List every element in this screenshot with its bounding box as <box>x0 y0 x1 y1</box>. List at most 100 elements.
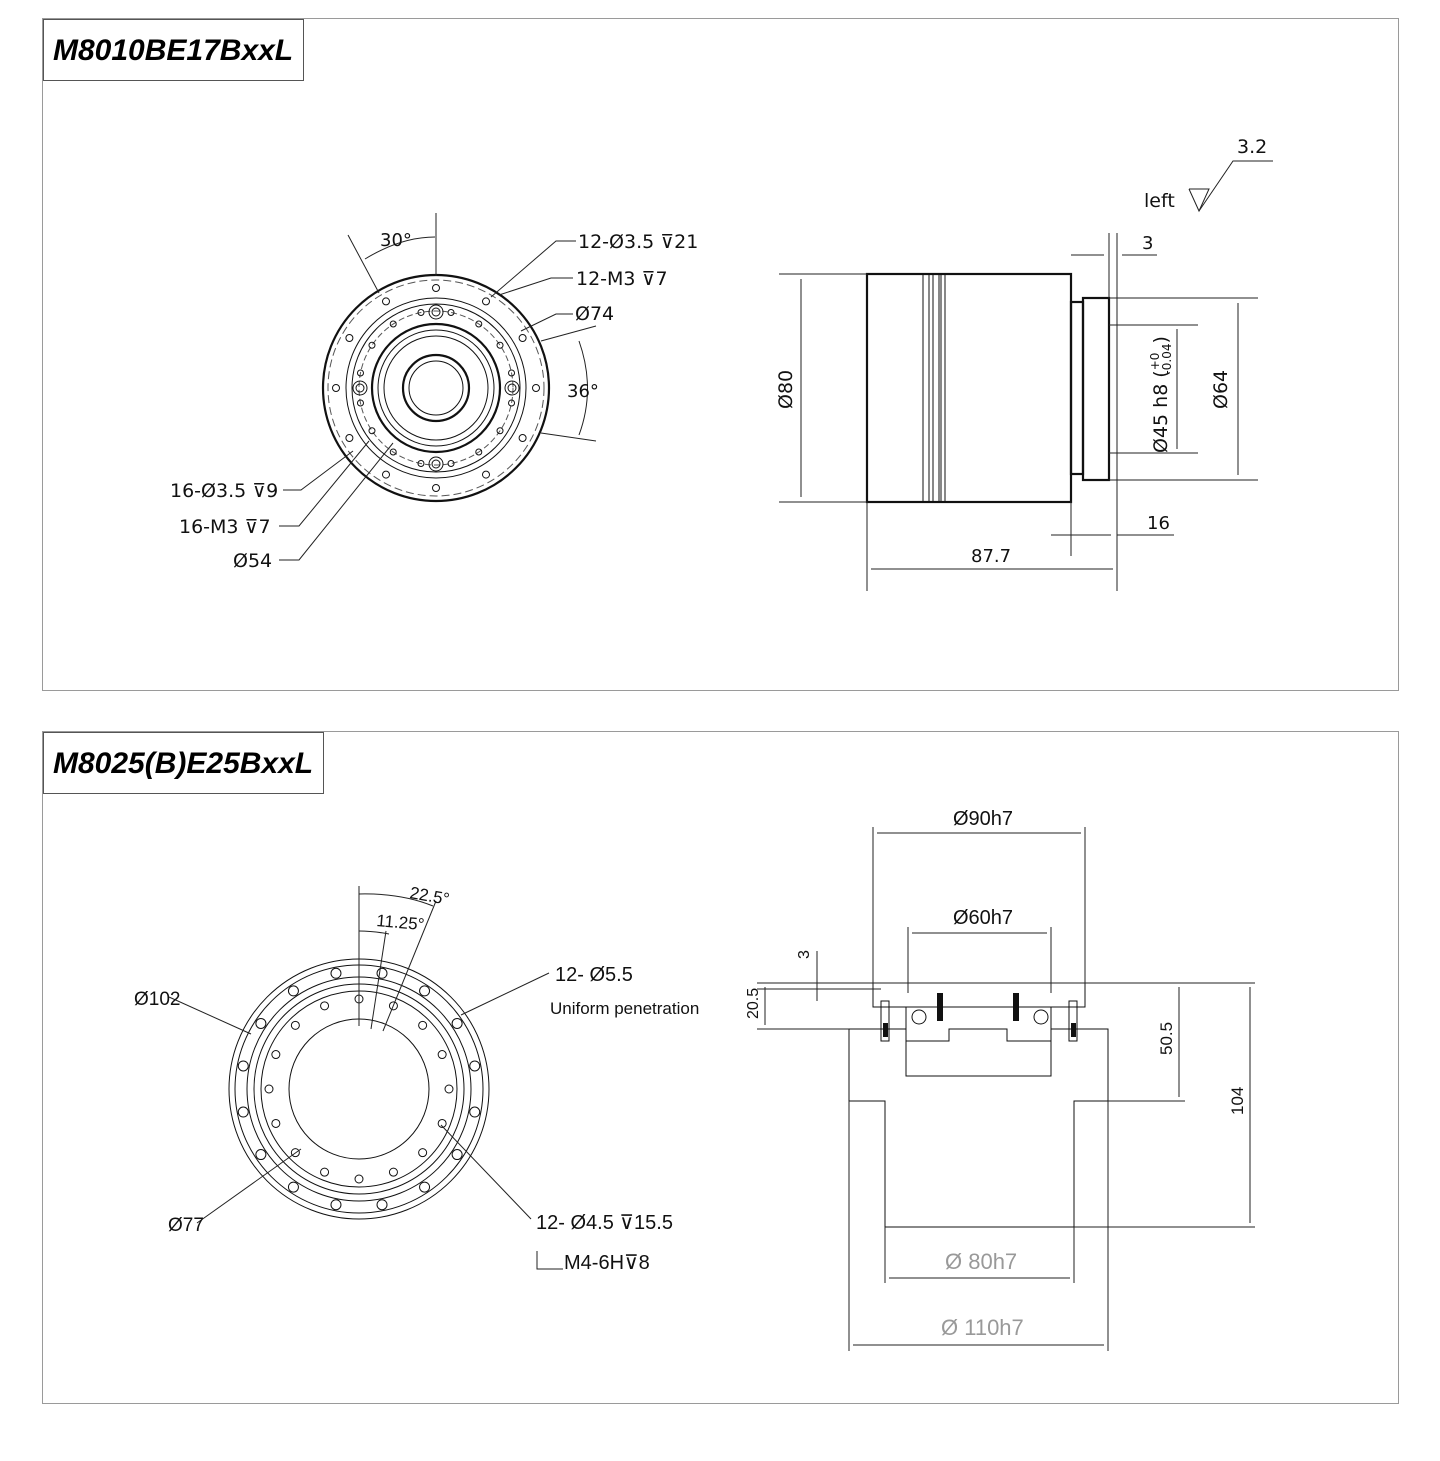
bolt-hole <box>518 334 527 342</box>
upper-height-label: 50.5 <box>1157 1022 1176 1055</box>
bolt-hole <box>345 434 354 442</box>
bolt-hole <box>482 297 490 306</box>
bolt-hole <box>432 284 440 292</box>
bolt-hole <box>432 484 440 492</box>
angle-30-label: 30° <box>380 230 412 251</box>
bolt-hole <box>419 985 431 997</box>
model-title-2: M8025(B)E25BxxL <box>43 732 325 794</box>
bolt-hole <box>271 1050 281 1060</box>
bolt-hole <box>237 1106 249 1118</box>
spigot-dia: Ø45 h8 <box>1150 384 1172 453</box>
bolt-hole <box>417 308 425 316</box>
inner-tap-holes-label: 16-M3 ⊽7 <box>179 516 271 538</box>
bolt-hole <box>287 985 299 997</box>
bolt-hole <box>330 1199 342 1211</box>
outer-holes-note: Uniform penetration <box>550 999 699 1018</box>
bolt-hole <box>382 470 390 479</box>
angle-22-5-label: 22.5° <box>408 883 451 909</box>
bolt-hole <box>518 434 527 442</box>
bolt-hole <box>447 308 455 316</box>
spigot-dia-label: Ø45 h8(+0-0.04) <box>1148 336 1174 453</box>
front-view-2: 22.5° 11.25° Ø102 12- Ø5.5 Uniform penet… <box>134 883 699 1274</box>
bolt-hole <box>330 967 342 979</box>
bolt-hole <box>469 1106 481 1118</box>
inner-holes-label: 12- Ø4.5 ⊽15.5 <box>536 1212 673 1234</box>
bolt-hole <box>255 1017 267 1029</box>
bolt-hole <box>356 369 364 377</box>
bolt-hole <box>264 1084 274 1094</box>
bolt-hole <box>389 320 397 328</box>
roughness-value: 3.2 <box>1237 136 1267 158</box>
bolt-hole <box>532 384 540 392</box>
total-height-label: 104 <box>1228 1087 1247 1115</box>
bolt-hole <box>332 384 340 392</box>
bolt-hole <box>508 399 516 407</box>
bolt-hole <box>447 460 455 468</box>
flange-thickness-label: 3 <box>1142 233 1153 254</box>
outer-thru-holes-label: 12-Ø3.5 ⊽21 <box>578 231 698 253</box>
flange-length-label: 16 <box>1147 513 1170 534</box>
total-length-label: 87.7 <box>971 546 1011 567</box>
bolt-hole <box>368 427 376 435</box>
bolt-hole <box>389 448 397 456</box>
drawing-canvas-1: 30° 12-Ø3.5 ⊽21 12-M3 ⊽7 Ø74 36° 16-Ø3.5… <box>170 136 1273 591</box>
drawing-panel-m8025: 22.5° 11.25° Ø102 12- Ø5.5 Uniform penet… <box>42 731 1399 1404</box>
bolt-hole <box>271 1118 281 1128</box>
top-dia-label: Ø90h7 <box>953 808 1013 830</box>
section-view-2: Ø90h7 Ø60h7 3 20.5 50.5 104 Ø 80h7 Ø 110… <box>745 808 1255 1351</box>
bolt-hole <box>320 1001 330 1011</box>
bolt-hole <box>469 1060 481 1072</box>
tol-upper: +0 <box>1148 353 1162 371</box>
body-dia-label: Ø80 <box>775 370 797 409</box>
bolt-hole <box>475 448 483 456</box>
roughness-note: left <box>1144 190 1175 212</box>
body-dia-label: Ø 80h7 <box>945 1249 1017 1274</box>
bolt-hole <box>418 1020 428 1030</box>
bolt-hole <box>255 1149 267 1161</box>
drawing-canvas-2: 22.5° 11.25° Ø102 12- Ø5.5 Uniform penet… <box>134 808 1255 1351</box>
bolt-hole <box>376 1199 388 1211</box>
bolt-hole <box>354 1174 364 1184</box>
pcd-outer-label: Ø74 <box>575 303 614 325</box>
bolt-hole <box>475 320 483 328</box>
bolt-hole <box>237 1060 249 1072</box>
pcd-inner-label: Ø77 <box>168 1215 204 1236</box>
bolt-hole <box>418 1148 428 1158</box>
bolt-hole <box>388 1001 398 1011</box>
bolt-hole <box>437 1118 447 1128</box>
bolt-hole <box>368 341 376 349</box>
bolt-hole <box>419 1181 431 1193</box>
inner-tap-label: M4-6H⊽8 <box>564 1252 650 1274</box>
bolt-hole <box>290 1148 300 1158</box>
inner-thru-holes-label: 16-Ø3.5 ⊽9 <box>170 480 278 502</box>
bolt-hole <box>320 1167 330 1177</box>
step-label: 3 <box>796 950 813 959</box>
bolt-hole <box>356 399 364 407</box>
bolt-hole <box>417 460 425 468</box>
flange-dia-label: Ø64 <box>1210 370 1232 409</box>
model-title-1: M8010BE17BxxL <box>43 19 305 81</box>
bolt-hole <box>508 369 516 377</box>
bolt-hole <box>376 967 388 979</box>
outer-holes-label: 12- Ø5.5 <box>555 964 633 986</box>
base-dia-label: Ø 110h7 <box>941 1315 1024 1340</box>
outer-tap-holes-label: 12-M3 ⊽7 <box>576 268 668 290</box>
pcd-inner-label: Ø54 <box>233 550 272 572</box>
bolt-hole <box>496 341 504 349</box>
bolt-hole <box>290 1020 300 1030</box>
bolt-hole <box>382 297 390 306</box>
bolt-hole <box>496 427 504 435</box>
mid-dia-label: Ø60h7 <box>953 907 1013 929</box>
bolt-hole <box>451 1149 463 1161</box>
pcd-outer-label: Ø102 <box>134 989 180 1010</box>
bolt-hole <box>451 1017 463 1029</box>
bolt-hole <box>437 1050 447 1060</box>
bolt-hole <box>345 334 354 342</box>
angle-11-25-label: 11.25° <box>376 911 426 934</box>
bolt-hole <box>482 470 490 479</box>
bolt-hole <box>287 1181 299 1193</box>
flange-height-label: 20.5 <box>745 988 762 1019</box>
bolt-hole <box>388 1167 398 1177</box>
side-view-1: 3.2 left 3 Ø80 Ø45 h8(+0-0.04) Ø64 16 87… <box>775 136 1273 591</box>
drawing-panel-m8010: 30° 12-Ø3.5 ⊽21 12-M3 ⊽7 Ø74 36° 16-Ø3.5… <box>42 18 1399 691</box>
